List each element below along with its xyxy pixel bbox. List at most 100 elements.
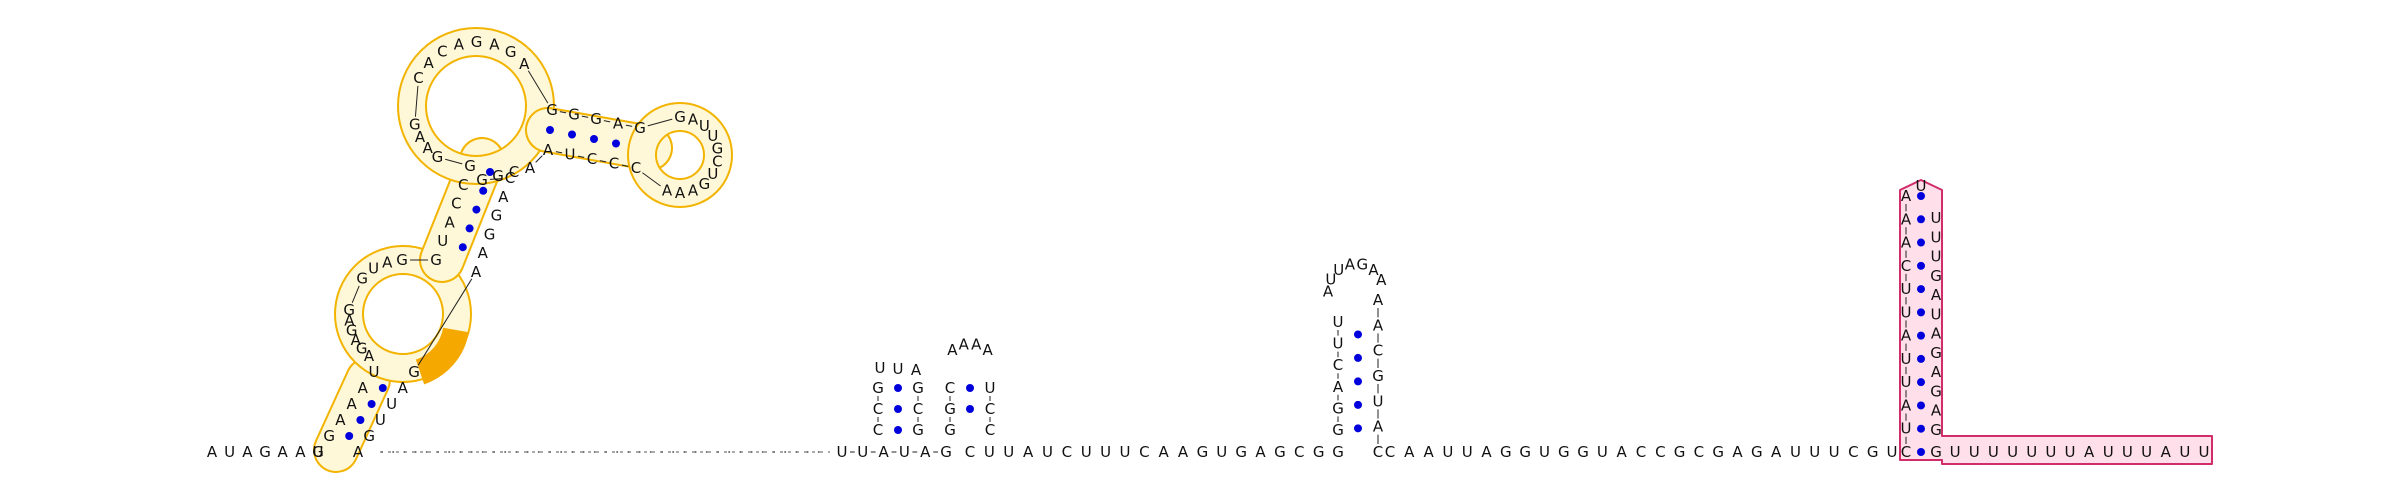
nucleotide: A	[1901, 327, 1912, 345]
nucleotide: A	[911, 361, 922, 379]
base-pair-dot	[1917, 401, 1925, 410]
nucleotide: A	[335, 411, 346, 429]
nucleotide: A	[947, 341, 958, 359]
nucleotide: A	[1023, 443, 1034, 461]
nucleotide: U	[1462, 443, 1473, 461]
base-pair-dot	[356, 416, 365, 424]
nucleotide: C	[965, 443, 975, 461]
highlight-segment	[415, 327, 469, 385]
nucleotide: G	[343, 301, 355, 319]
backbone-bond	[647, 118, 673, 127]
nucleotide: U	[707, 165, 718, 183]
nucleotide: U	[985, 379, 996, 397]
linker-dot	[526, 451, 529, 453]
nucleotide: G	[396, 251, 408, 269]
nucleotide: A	[1345, 256, 1356, 274]
nucleotide: G	[1930, 267, 1942, 285]
linker-dot	[750, 451, 753, 453]
nucleotide: U	[1333, 313, 1344, 331]
base-pair-dot	[1917, 261, 1925, 270]
nucleotide: A	[1333, 378, 1344, 396]
nucleotide: G	[944, 400, 956, 418]
nucleotide: U	[1931, 209, 1942, 227]
nucleotide: C	[712, 153, 722, 171]
nucleotide: C	[505, 169, 515, 187]
nucleotide: A	[1368, 261, 1379, 279]
nucleotide: U	[1325, 271, 1336, 289]
linker-dot	[504, 451, 507, 453]
linker-dot	[683, 451, 686, 453]
nucleotide: G	[491, 207, 503, 225]
nucleotide: U	[1373, 392, 1384, 410]
nucleotide: G	[1332, 399, 1344, 417]
nucleotide: U	[1901, 303, 1912, 321]
nucleotide: C	[1636, 443, 1646, 461]
nucleotide: G	[1712, 443, 1724, 461]
nucleotide: A	[478, 244, 489, 262]
linker-dot	[638, 451, 641, 453]
nucleotide: C	[1294, 443, 1304, 461]
nucleotide: A	[1931, 363, 1942, 381]
base-pair-dot	[486, 168, 494, 176]
linker-dot	[481, 451, 484, 453]
base-pair-dot	[894, 426, 902, 434]
linker-dot	[817, 451, 820, 453]
nucleotide: A	[971, 336, 982, 354]
nucleotide: U	[1809, 443, 1820, 461]
nucleotide: U	[1931, 228, 1942, 246]
base-pair-dot	[1917, 378, 1925, 387]
nucleotide: A	[1901, 210, 1912, 228]
backbone-bond	[625, 124, 633, 127]
nucleotide: A	[543, 141, 554, 159]
nucleotide: G	[312, 443, 324, 461]
base-pair-dot	[1917, 424, 1925, 433]
loop4-outline-fill	[629, 104, 731, 206]
nucleotide: A	[1323, 283, 1334, 301]
nucleotide: G	[476, 171, 488, 189]
base-pair-dot	[546, 126, 554, 134]
nucleotide: C	[437, 43, 447, 61]
nucleotide: G	[1519, 443, 1531, 461]
base-pair-dot	[378, 384, 387, 392]
nucleotide: G	[356, 340, 368, 358]
nucleotide: U	[2065, 443, 2076, 461]
linker-dot	[392, 451, 395, 453]
nucleotide: A	[346, 395, 357, 413]
nucleotide: A	[2084, 443, 2095, 461]
nucleotide: G	[674, 108, 686, 126]
nucleotide: G	[944, 421, 956, 439]
base-pair-dot	[1917, 192, 1925, 200]
linker-dot	[549, 451, 551, 453]
base-pair-dot	[1917, 308, 1925, 317]
nucleotide: U	[565, 146, 576, 164]
nucleotide: C	[985, 400, 995, 418]
nucleotide: A	[920, 443, 931, 461]
nucleotide: A	[358, 379, 369, 397]
nucleotide: C	[945, 379, 955, 397]
nucleotide: C	[1333, 356, 1343, 374]
nucleotide: G	[912, 421, 924, 439]
nucleotide: A	[688, 110, 699, 128]
nucleotide: C	[1901, 257, 1911, 275]
backbone-bond	[527, 70, 549, 104]
linker-dot	[414, 451, 417, 453]
nucleotide: G	[356, 270, 368, 288]
linker-dot	[425, 451, 428, 453]
nucleotide: U	[1333, 335, 1344, 353]
nucleotide: A	[444, 213, 455, 231]
backbone-bond	[535, 155, 543, 163]
nucleotide: U	[1901, 280, 1912, 298]
nucleotide: U	[1042, 443, 1053, 461]
base-pair-dot	[472, 205, 481, 214]
nucleotide: U	[437, 232, 448, 250]
nucleotide: C	[1373, 342, 1383, 360]
linker-dot	[661, 451, 663, 453]
nucleotide: G	[471, 33, 483, 51]
nucleotide: C	[413, 69, 423, 87]
base-pair-dot	[345, 432, 354, 440]
linker-dot	[560, 451, 563, 453]
nucleotide: G	[1197, 443, 1209, 461]
linker-dots	[381, 451, 820, 453]
